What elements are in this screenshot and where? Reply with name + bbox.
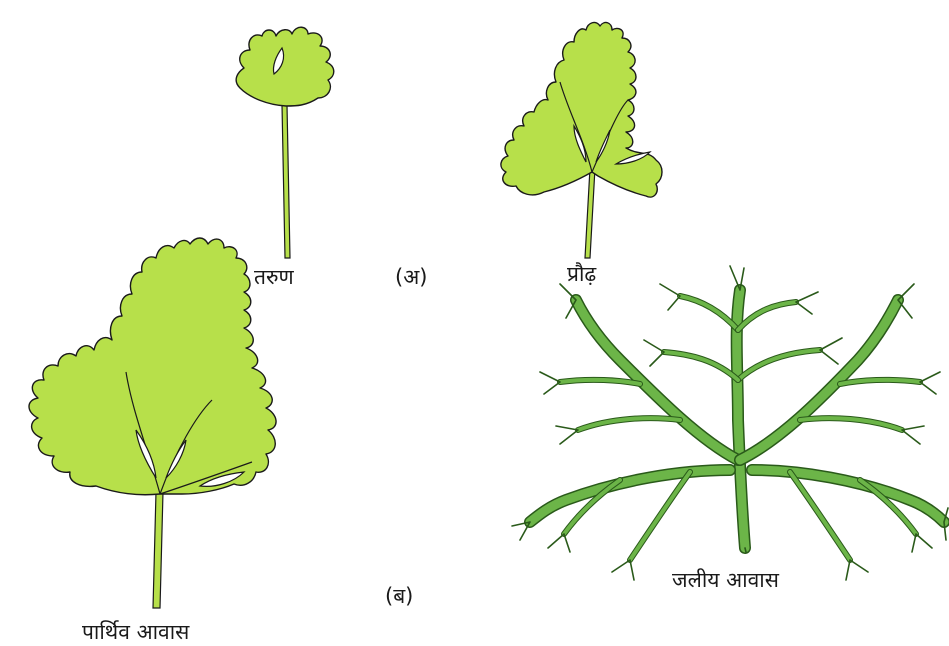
aquatic-leaf	[512, 266, 948, 580]
young-leaf	[236, 27, 334, 258]
label-terrestrial: पार्थिव आवास	[82, 618, 189, 646]
label-young: तरुण	[254, 263, 294, 291]
label-group-b: (ब)	[385, 582, 413, 610]
label-group-a: (अ)	[395, 263, 427, 291]
label-mature: प्रौढ़	[567, 260, 596, 288]
terrestrial-leaf	[29, 238, 276, 608]
label-aquatic: जलीय आवास	[672, 566, 779, 594]
mature-leaf	[501, 23, 662, 258]
